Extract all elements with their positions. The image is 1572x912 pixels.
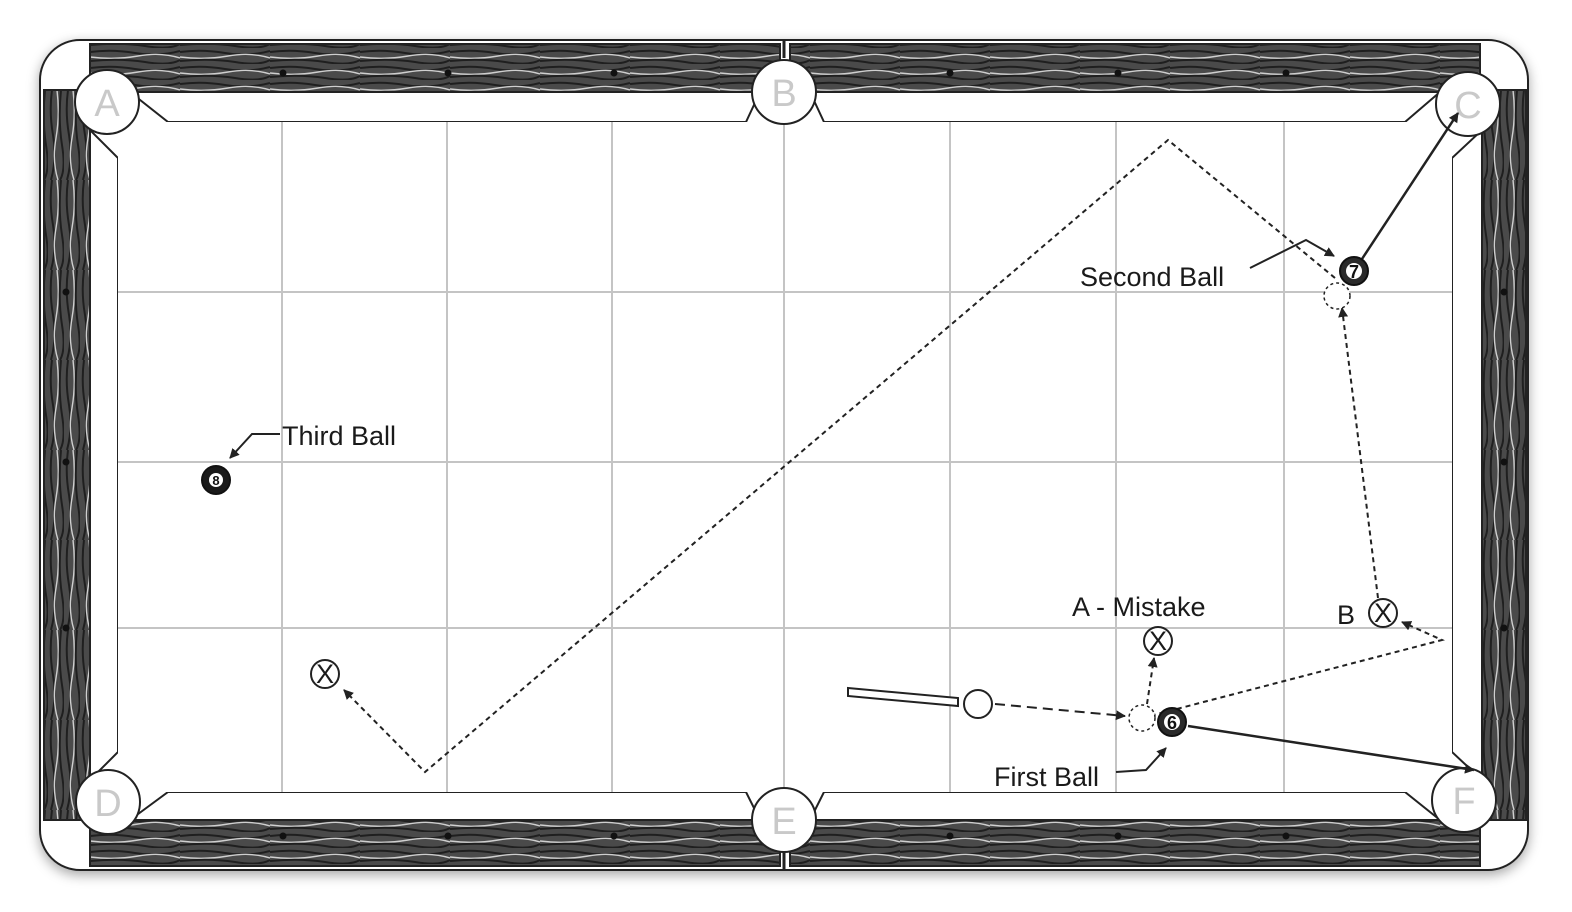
x-marker-mistake-text: X bbox=[1149, 626, 1167, 656]
third-ball-label: Third Ball bbox=[282, 421, 396, 451]
grid-lines bbox=[118, 122, 1452, 792]
ball-8: 8 bbox=[201, 465, 231, 495]
ghost-ball-second bbox=[1323, 282, 1351, 310]
ball-6-number: 6 bbox=[1167, 713, 1177, 733]
pocket-label-e: E bbox=[771, 801, 796, 843]
pocket-d bbox=[75, 769, 141, 835]
bottom-rail-right bbox=[789, 817, 1481, 867]
x-marker-mistake: X bbox=[1143, 626, 1173, 656]
pockets bbox=[74, 59, 1501, 853]
top-rail-right bbox=[789, 43, 1481, 93]
ball-8-number: 8 bbox=[212, 473, 219, 488]
leader-lines bbox=[229, 238, 1335, 773]
pocket-label-c: C bbox=[1454, 85, 1481, 127]
cue-to-object-path bbox=[994, 703, 1126, 721]
pocket-label-d: D bbox=[94, 783, 121, 825]
position-b-label: B bbox=[1337, 600, 1355, 630]
second-ball-label: Second Ball bbox=[1080, 262, 1224, 292]
ball-6: 6 bbox=[1157, 707, 1187, 737]
x-marker-b: X bbox=[1368, 598, 1398, 628]
ball-7-number: 7 bbox=[1349, 262, 1359, 282]
pocket-label-a: A bbox=[94, 83, 120, 125]
right-rail bbox=[1481, 89, 1527, 821]
pocket-labels: A B C D E F bbox=[94, 73, 1481, 843]
top-rail-left bbox=[89, 43, 781, 93]
x-marker-b-text: X bbox=[1374, 598, 1392, 628]
first-ball-label: First Ball bbox=[994, 762, 1099, 792]
ball-7: 7 bbox=[1339, 256, 1369, 286]
rails bbox=[43, 43, 1527, 867]
pocket-a bbox=[74, 69, 140, 135]
ghost-ball-contact bbox=[1128, 704, 1156, 732]
pocket-label-b: B bbox=[771, 73, 796, 115]
seven-ball-path bbox=[1358, 112, 1460, 263]
left-rail bbox=[43, 89, 91, 821]
six-ball-path bbox=[1187, 724, 1475, 774]
cue-ball-path bbox=[343, 138, 1445, 774]
cue-ball bbox=[963, 689, 993, 719]
cue-stick bbox=[847, 686, 959, 708]
pocket-label-f: F bbox=[1452, 781, 1475, 823]
mistake-label: A - Mistake bbox=[1072, 592, 1206, 622]
x-marker-left-text: X bbox=[316, 659, 334, 689]
bottom-rail-left bbox=[89, 817, 781, 867]
rail-diamonds bbox=[62, 69, 1508, 840]
pocket-b bbox=[751, 59, 817, 125]
x-marker-left: X bbox=[310, 659, 340, 689]
